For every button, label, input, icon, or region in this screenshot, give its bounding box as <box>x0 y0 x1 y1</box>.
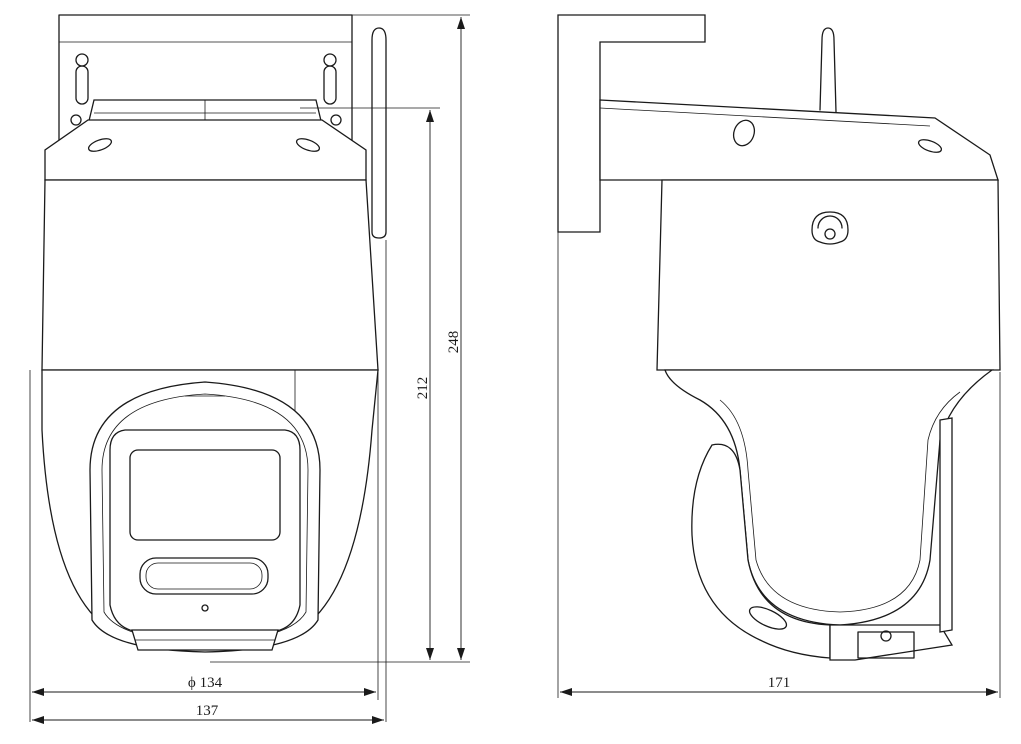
side-upper-body <box>656 179 1001 371</box>
dim-depth: 171 <box>768 675 791 691</box>
front-antenna <box>371 27 387 239</box>
front-mic-hole <box>201 604 209 612</box>
side-antenna <box>819 27 837 113</box>
side-dimensions: 171 <box>557 232 1001 698</box>
front-lens-window <box>129 449 281 541</box>
dim-diameter: ϕ 134 <box>188 675 223 691</box>
front-dimensions: 248 212 ϕ 134 137 <box>29 14 470 724</box>
side-view <box>557 14 1001 661</box>
front-light-bar <box>139 557 269 595</box>
front-upper-body <box>41 179 379 371</box>
side-arm <box>599 99 999 181</box>
side-base-block <box>829 624 954 661</box>
dim-total-height: 248 <box>446 331 462 354</box>
dim-body-height: 212 <box>415 377 431 400</box>
front-view <box>41 14 387 653</box>
side-camera-ball <box>691 443 831 659</box>
side-bolt <box>811 211 849 245</box>
side-rear-housing <box>939 417 953 633</box>
dim-width: 137 <box>196 703 219 719</box>
